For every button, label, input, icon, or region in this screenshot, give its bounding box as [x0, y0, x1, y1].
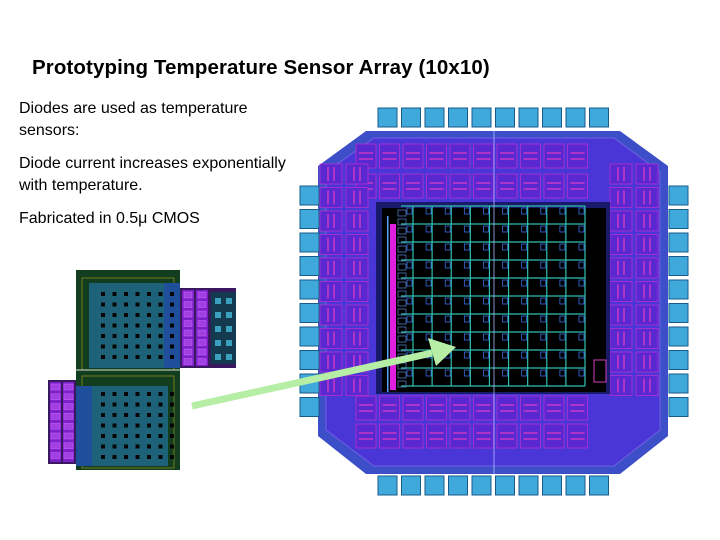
- chip-layout-figure: [298, 106, 690, 496]
- bullet-diode-current: Diode current increases exponentially wi…: [19, 155, 286, 194]
- bullet-diodes-sensors: Diodes are used as temperature sensors:: [19, 100, 248, 139]
- diode-layout-figure: [46, 268, 236, 473]
- slide-title: Prototyping Temperature Sensor Array (10…: [32, 56, 490, 79]
- bullet-fabrication: Fabricated in 0.5μ CMOS: [19, 210, 200, 227]
